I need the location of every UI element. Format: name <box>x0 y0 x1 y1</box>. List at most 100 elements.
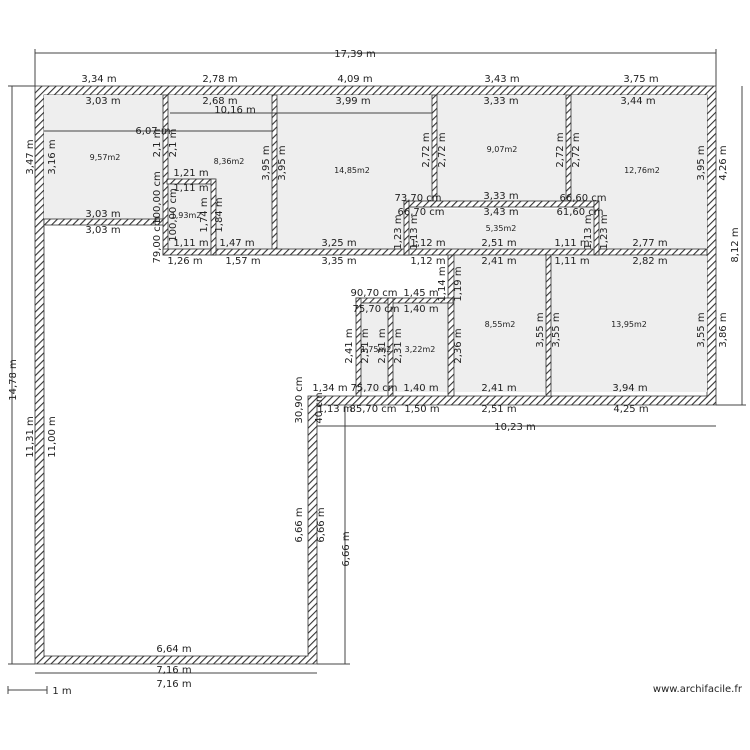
room9-height: 3,55 m <box>696 312 707 347</box>
big-width-outer: 7,16 m <box>156 665 191 676</box>
room9-height-outer: 3,86 m <box>718 312 729 347</box>
corridor-door-right: 66,60 cm <box>559 193 606 204</box>
room5-area: 12,76m2 <box>624 166 660 175</box>
room2-width-top: 2,68 m <box>202 96 237 107</box>
room6-door-3: 79,00 cm <box>152 216 163 263</box>
room1-width-top: 3,03 m <box>85 96 120 107</box>
room1-height-outer: 3,47 m <box>25 139 36 174</box>
room4-width-bottom: 3,33 m <box>483 191 518 202</box>
room3-width-top: 3,99 m <box>335 96 370 107</box>
room11-door-bottom: 75,70 cm <box>350 383 397 394</box>
dimension-1023: 10,23 m <box>494 422 536 433</box>
dimension-119: 1,19 m <box>453 266 464 301</box>
big-height-outer: 11,31 m <box>25 416 36 458</box>
room1-area: 9,57m2 <box>90 153 121 162</box>
corridor-height-right-outer: 1,23 m <box>599 214 610 249</box>
room6-height: 1,74 m <box>199 197 210 232</box>
big-step-height-inner: 40 cm <box>314 392 325 423</box>
room11-width-top: 1,45 m <box>403 288 438 299</box>
room10-height-inner: 2,31 m <box>393 328 404 363</box>
corridor-door-right-inner: 61,60 cm <box>556 207 603 218</box>
big-height-right-outer: 6,66 m <box>316 507 327 542</box>
room6-width-bottom: 1,11 m <box>173 238 208 249</box>
interior-walls <box>43 94 708 397</box>
room4-height-right-outer: 2,72 m <box>571 132 582 167</box>
room3-area: 14,85m2 <box>334 166 370 175</box>
room11-door-bottom-outer: 85,70 cm <box>349 404 396 415</box>
room10-width: 1,40 m <box>403 383 438 394</box>
room2-area: 8,36m2 <box>214 157 245 166</box>
room4-height-left: 2,72 m <box>421 132 432 167</box>
dimension-111: 1,11 m <box>554 238 589 249</box>
room6-height-outer: 1,84 m <box>214 197 225 232</box>
room6-door-2: 100,00 cm <box>168 188 179 241</box>
corridor-area: 5,35m2 <box>486 224 517 233</box>
top-segment-4: 3,43 m <box>484 74 519 85</box>
room8-height-inner: 3,55 m <box>551 312 562 347</box>
room8-area: 8,55m2 <box>485 320 516 329</box>
room11-height: 2,41 m <box>344 328 355 363</box>
room8-width: 2,41 m <box>481 383 516 394</box>
dimension-114: 1,14 m <box>437 266 448 301</box>
big-step-width: 1,34 m <box>312 383 347 394</box>
dimension-lines <box>7 49 746 694</box>
room3-width-bottom-outer: 3,35 m <box>321 256 356 267</box>
corridor-height-left: 1,23 m <box>393 214 404 249</box>
dimension-1016: 10,16 m <box>214 105 256 116</box>
room-floors <box>44 95 707 392</box>
corridor-door-left-inner: 66,70 cm <box>397 207 444 218</box>
room8-height-left: 2,36 m <box>453 328 464 363</box>
room9-width-top: 2,77 m <box>632 238 667 249</box>
big-height-right: 6,66 m <box>294 507 305 542</box>
room2-height-left-inner: 2,1 m <box>168 129 179 158</box>
room1-width-bottom-outer: 3,03 m <box>85 225 120 236</box>
room5-width-top: 3,44 m <box>620 96 655 107</box>
room3-width-bottom: 3,25 m <box>321 238 356 249</box>
big-width: 6,64 m <box>156 644 191 655</box>
brand-watermark: www.archifacile.fr <box>653 684 743 695</box>
scale-label: 1 m <box>52 686 71 697</box>
room9-width-outer: 4,25 m <box>613 404 648 415</box>
room11-door-top-inner: 75,70 cm <box>352 304 399 315</box>
room4-height-left-inner: 2,72 m <box>437 132 448 167</box>
big-step-width-outer: 1,13 m <box>317 404 352 415</box>
top-segment-3: 4,09 m <box>337 74 372 85</box>
big-width-outer-2: 7,16 m <box>156 679 191 690</box>
room2-height-left: 2,1 m <box>152 129 163 158</box>
room9-area: 13,95m2 <box>611 320 647 329</box>
room4-height-right: 2,72 m <box>555 132 566 167</box>
big-height-inner: 11,00 m <box>47 416 58 458</box>
overall-height-right-label: 8,12 m <box>730 227 741 262</box>
corridor-width: 3,43 m <box>483 207 518 218</box>
room2-height-right-outer: 3,95 m <box>277 145 288 180</box>
room8-width-outer: 2,51 m <box>481 404 516 415</box>
room2-height-right: 3,95 m <box>261 145 272 180</box>
room6-area: 1,93m2 <box>171 211 202 220</box>
corridor-width-bottom-outer: 2,41 m <box>481 256 516 267</box>
corridor-height-right: 1,13 m <box>583 214 594 249</box>
big-height-right-far: 6,66 m <box>341 531 352 566</box>
room4-area: 9,07m2 <box>487 145 518 154</box>
room9-width-top-outer: 2,82 m <box>632 256 667 267</box>
room10-width-top: 1,40 m <box>403 304 438 315</box>
dimension-607: 6,07 m <box>135 126 170 137</box>
room8-height: 3,55 m <box>535 312 546 347</box>
room10-height: 2,31 m <box>377 328 388 363</box>
dimension-121: 1,21 m <box>173 168 208 179</box>
dimension-112-outer: 1,12 m <box>410 256 445 267</box>
room10-width-outer: 1,50 m <box>404 404 439 415</box>
room5-height: 3,95 m <box>696 145 707 180</box>
room11-area: 1,75m2 <box>361 345 392 354</box>
dimension-157: 1,57 m <box>225 256 260 267</box>
room6-door-1: 100,00 cm <box>152 171 163 224</box>
room11-door-top: 90,70 cm <box>350 288 397 299</box>
room5-height-outer: 4,26 m <box>718 145 729 180</box>
big-step-height: 30,90 cm <box>294 376 305 423</box>
room6-width: 1,11 m <box>173 183 208 194</box>
top-segment-2: 2,78 m <box>202 74 237 85</box>
dimension-147: 1,47 m <box>219 238 254 249</box>
room11-height-inner: 2,31 m <box>360 328 371 363</box>
room9-width: 3,94 m <box>612 383 647 394</box>
dimension-126: 1,26 m <box>167 256 202 267</box>
